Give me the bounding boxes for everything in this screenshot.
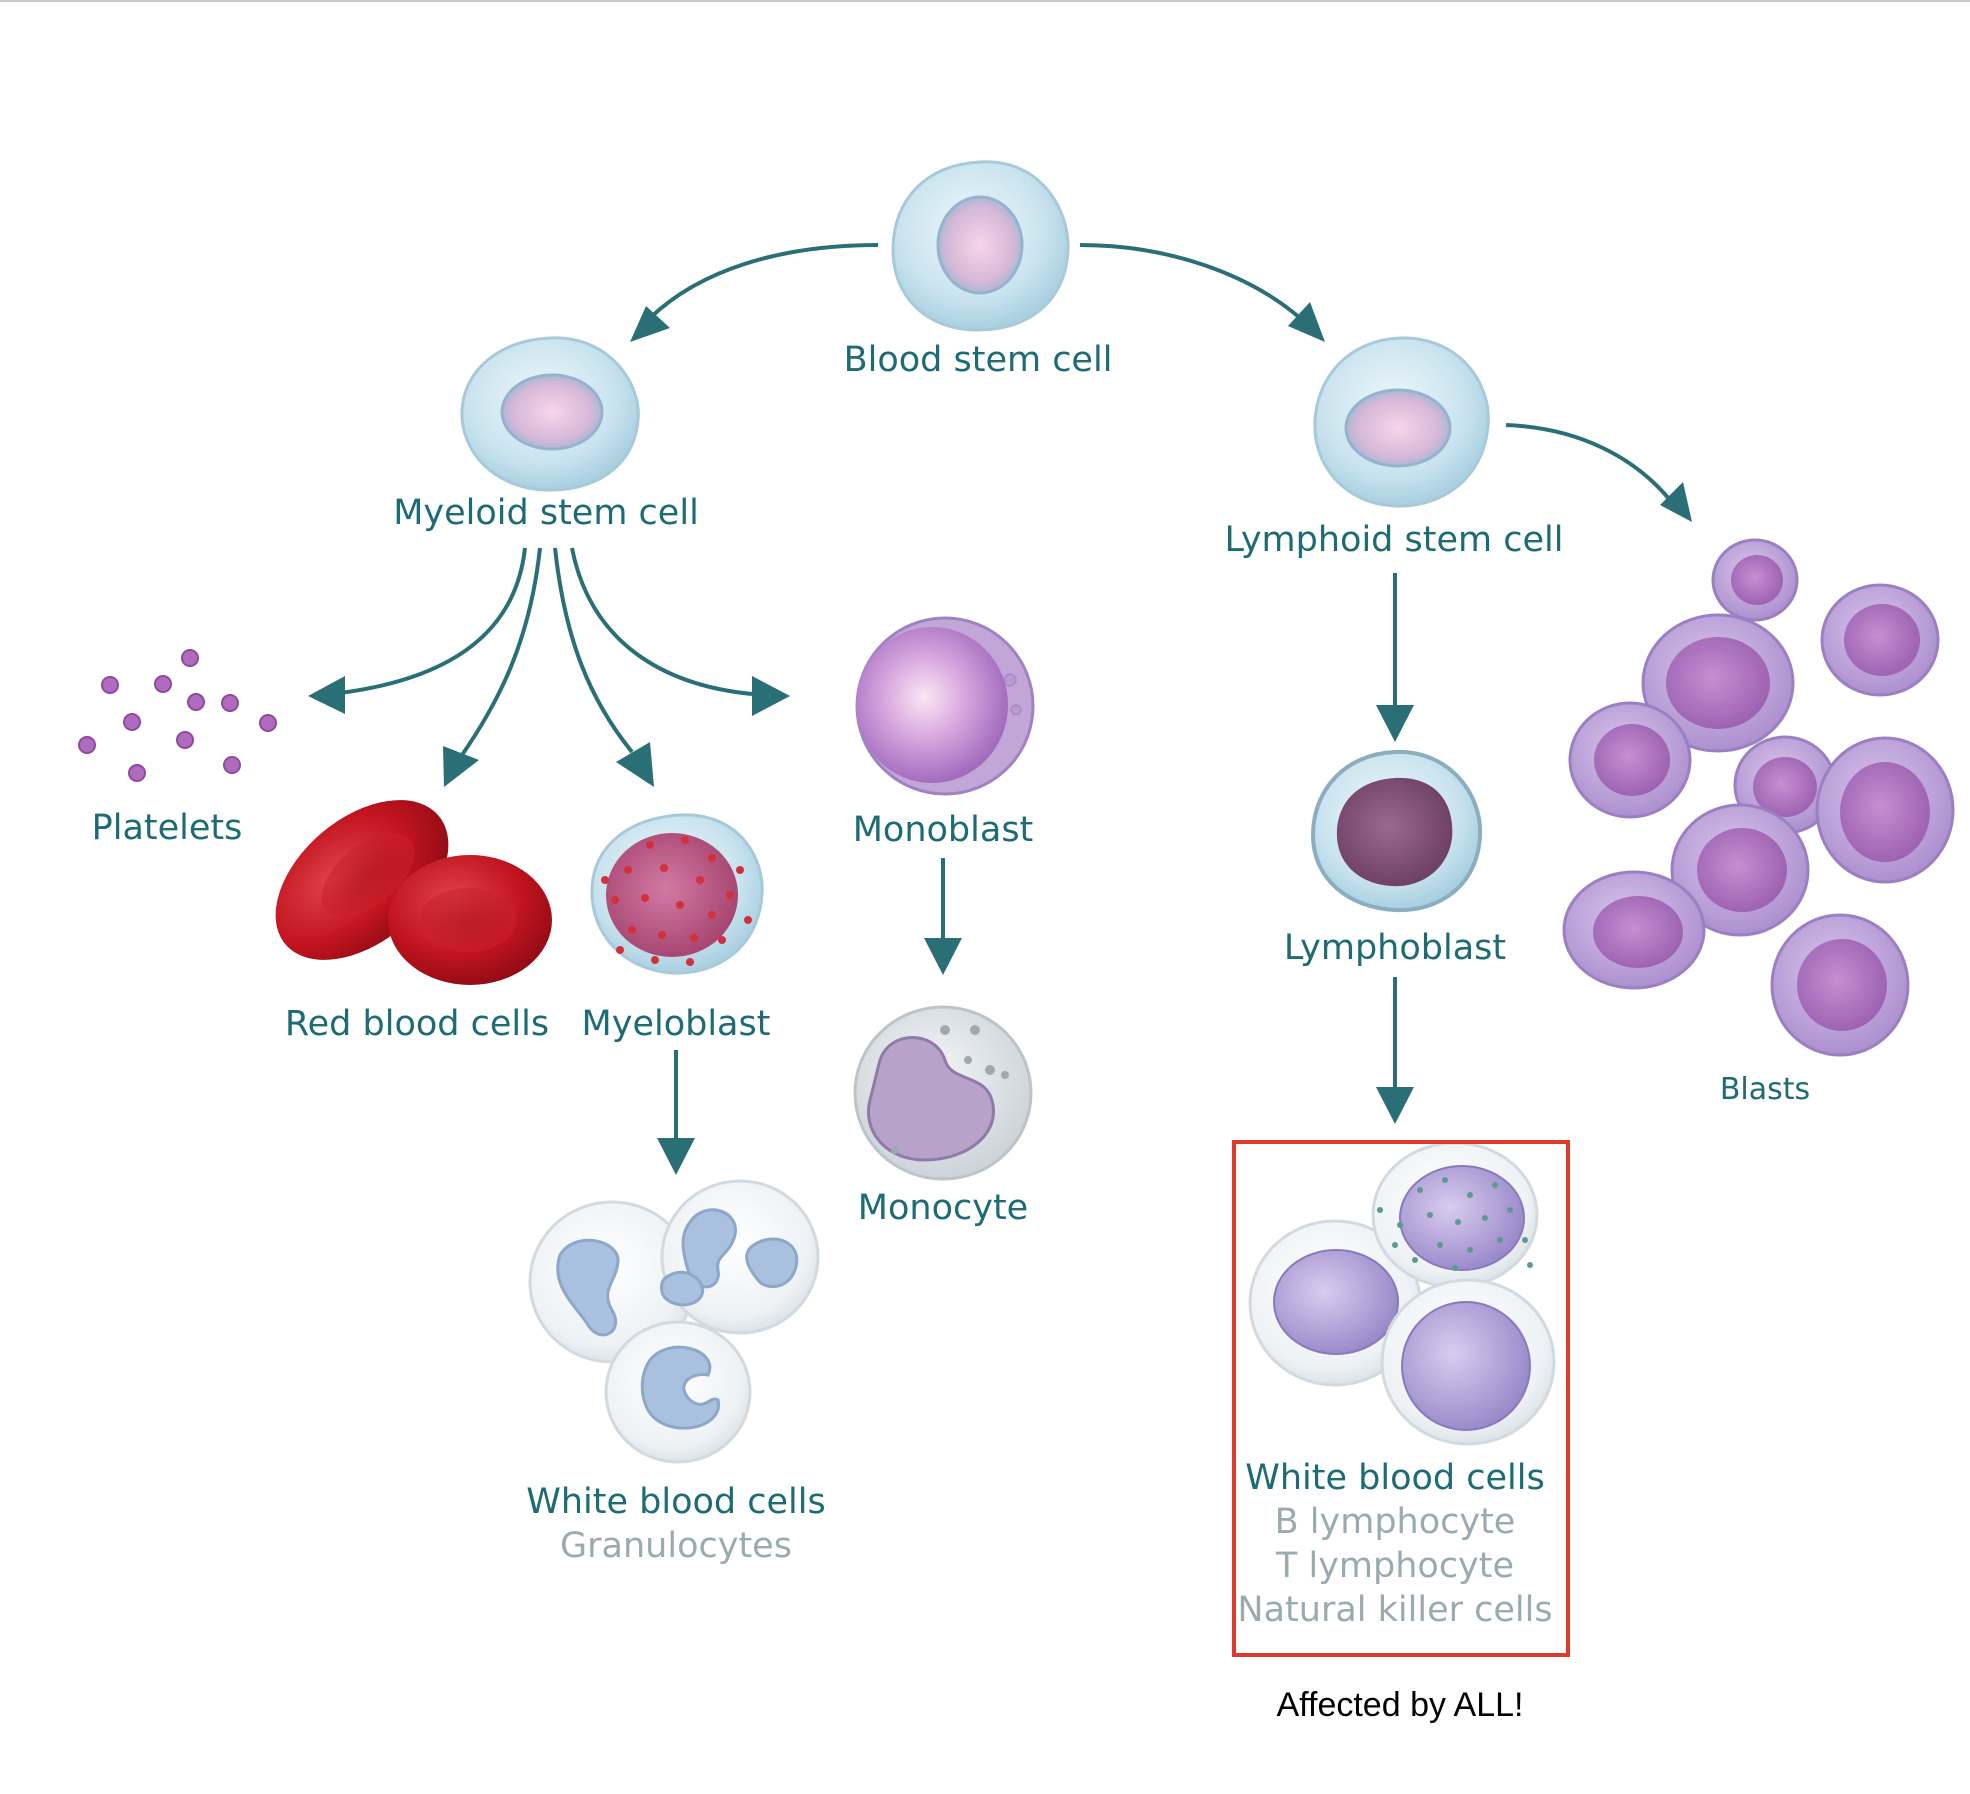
lymphoid-stem-cell-icon xyxy=(1313,336,1490,508)
arrow-head xyxy=(308,676,345,714)
label-platelets: Platelets xyxy=(91,808,243,848)
label-monocyte: Monocyte xyxy=(857,1188,1029,1228)
blood-stem-cell-icon xyxy=(891,160,1070,332)
blast-cell xyxy=(1670,803,1810,937)
arrow-to-lymphoid xyxy=(1079,243,1302,320)
arrow-head xyxy=(443,746,479,787)
label-myeloblast: Myeloblast xyxy=(581,1004,771,1044)
arrow-head xyxy=(924,938,962,975)
myeloblast-icon xyxy=(590,813,764,975)
blast-cell xyxy=(1562,870,1706,990)
platelets-icon xyxy=(78,649,277,782)
highlight-box xyxy=(1232,1140,1570,1657)
label-myeloid-stem-cell: Myeloid stem cell xyxy=(393,493,699,533)
lymphoblast-icon xyxy=(1310,749,1483,913)
arrow-head xyxy=(752,676,790,716)
label-granulocyte-title: White blood cells xyxy=(526,1482,826,1522)
arrow-to-monoblast xyxy=(570,547,753,696)
arrow-head xyxy=(1288,302,1325,342)
blast-cell xyxy=(1568,701,1692,819)
arrow-head xyxy=(616,742,654,787)
top-border xyxy=(0,0,1970,2)
monocyte-icon xyxy=(853,1005,1033,1181)
arrow-head xyxy=(1660,482,1692,522)
blast-cell xyxy=(1641,613,1795,753)
lymphocytes-icon xyxy=(1248,1141,1556,1446)
label-monoblast: Monoblast xyxy=(852,810,1034,850)
label-granulocyte-subtitle: Granulocytes xyxy=(560,1526,792,1566)
blast-cell xyxy=(1770,913,1910,1057)
arrow-head xyxy=(1376,705,1414,742)
arrow-head xyxy=(630,306,670,342)
arrow-to-red-blood-cells xyxy=(460,547,542,757)
label-t-lymphocyte: T lymphocyte xyxy=(1275,1546,1515,1586)
arrow-head xyxy=(657,1138,695,1175)
arrow-to-myeloid xyxy=(648,243,879,320)
label-lymphoblast: Lymphoblast xyxy=(1283,928,1507,968)
arrow-to-blasts xyxy=(1505,423,1672,502)
arrows xyxy=(308,243,1692,1175)
label-blasts: Blasts xyxy=(1719,1072,1811,1107)
annotation-affected-by-all: Affected by ALL! xyxy=(1276,1686,1524,1724)
monoblast-icon xyxy=(855,616,1035,796)
red-blood-cells-icon xyxy=(275,800,552,985)
label-red-blood-cells: Red blood cells xyxy=(284,1004,550,1044)
arrow-to-platelets xyxy=(339,547,527,695)
blasts-icon xyxy=(1562,538,1955,1057)
label-natural-killer-cells: Natural killer cells xyxy=(1237,1590,1553,1630)
granulocytes-icon xyxy=(528,1179,820,1464)
arrow-to-myeloblast xyxy=(553,547,634,754)
myeloid-stem-cell-icon xyxy=(460,336,640,492)
blast-cell xyxy=(1711,538,1799,622)
label-lymphocyte-title: White blood cells xyxy=(1245,1458,1545,1498)
arrow-head xyxy=(1376,1087,1414,1124)
blast-cell xyxy=(1815,736,1955,884)
label-lymphoid-stem-cell: Lymphoid stem cell xyxy=(1224,520,1564,560)
label-b-lymphocyte: B lymphocyte xyxy=(1274,1502,1516,1542)
blast-cell xyxy=(1820,583,1940,697)
label-blood-stem-cell: Blood stem cell xyxy=(843,340,1113,380)
